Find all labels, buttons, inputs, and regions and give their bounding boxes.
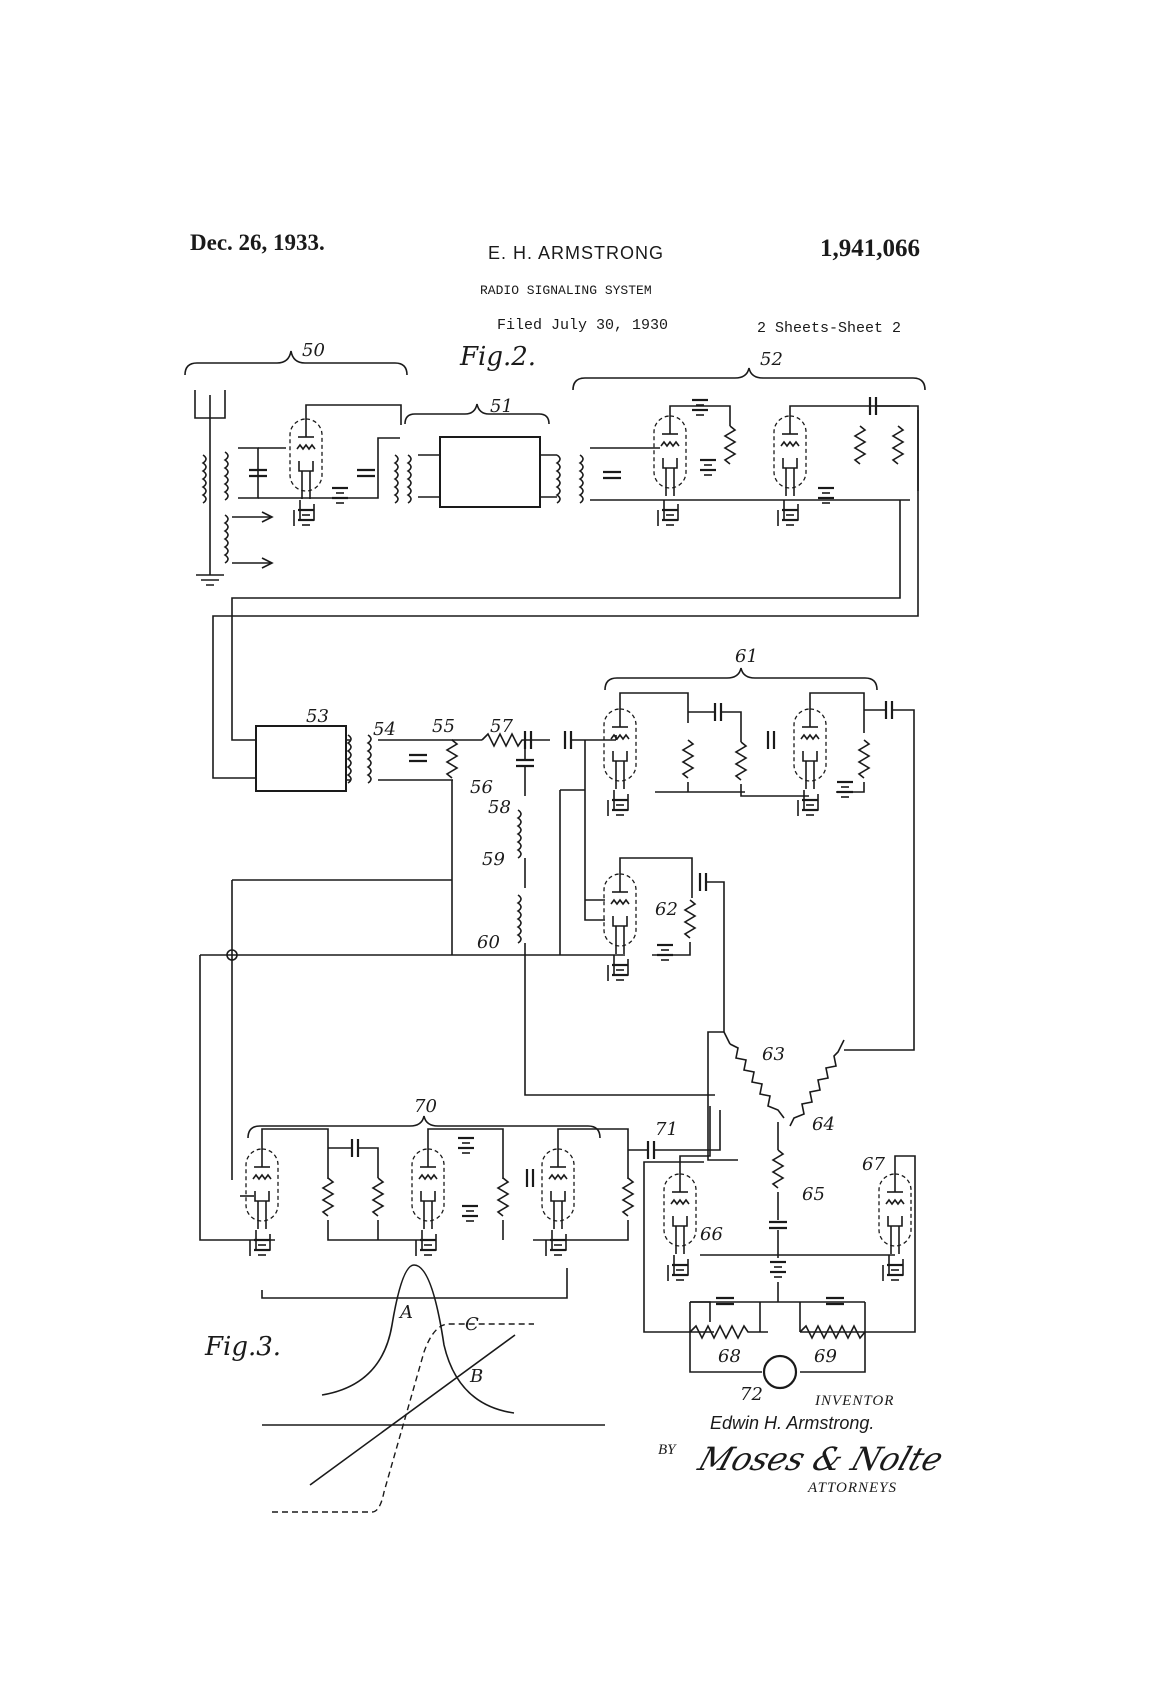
ref-61: 61 [735,646,758,667]
ref-67: 67 [862,1154,885,1175]
patent-date: Dec. 26, 1933. [190,230,325,255]
ref-55: 55 [432,716,455,737]
ref-69: 69 [814,1346,837,1367]
ref-65: 65 [802,1184,825,1205]
by-label: BY [658,1442,676,1458]
brace-51 [404,403,550,425]
inventor-full-name: Edwin H. Armstrong. [710,1413,875,1433]
attorney-signature: Moses & Nolte [693,1440,949,1478]
ref-72: 72 [740,1384,763,1405]
curve-label-b: B [469,1366,483,1387]
brace-50 [184,350,408,376]
ref-66: 66 [700,1224,723,1245]
meter-72 [762,1354,798,1390]
ref-57: 57 [490,716,513,737]
antenna [194,390,226,419]
curve-b [309,1334,516,1486]
curve-a [321,1264,515,1414]
ref-70: 70 [414,1096,437,1117]
ref-71: 71 [655,1119,678,1140]
ref-60: 60 [477,932,500,953]
ref-54: 54 [373,719,396,740]
filing-date: Filed July 30, 1930 [497,317,669,334]
inventor-label: INVENTOR [815,1393,895,1409]
ref-64: 64 [812,1114,835,1135]
inventor-header: E. H. ARMSTRONG [488,243,665,263]
curve-label-c: C [465,1314,479,1335]
ref-63: 63 [762,1044,785,1065]
ref-51: 51 [490,396,513,417]
sheet-count: 2 Sheets-Sheet 2 [757,320,902,337]
ref-56: 56 [470,777,493,798]
block-53 [255,725,347,792]
ref-59: 59 [482,849,505,870]
attorneys-label: ATTORNEYS [808,1480,898,1496]
ref-53: 53 [306,706,329,727]
patent-number: 1,941,066 [820,235,920,262]
patent-title: RADIO SIGNALING SYSTEM [480,283,652,298]
ref-62: 62 [655,899,678,920]
block-51 [439,436,541,508]
fig2-label: Fig.2. [459,342,536,372]
ref-58: 58 [488,797,511,818]
fig3-label: Fig.3. [204,1332,281,1362]
ref-50: 50 [302,340,325,361]
ref-52: 52 [760,349,783,370]
ref-68: 68 [718,1346,741,1367]
curve-label-a: A [398,1302,413,1323]
brace-52 [572,367,926,391]
curve-c [272,1323,534,1513]
